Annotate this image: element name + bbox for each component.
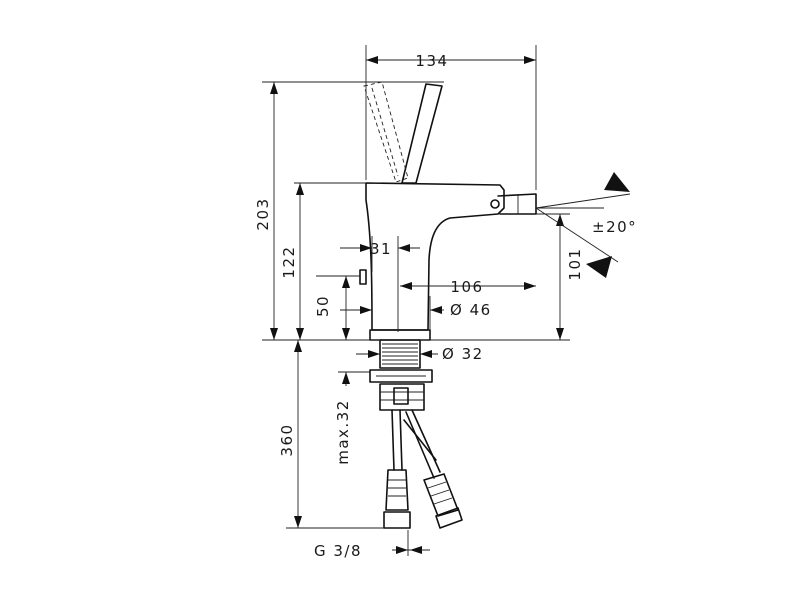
mounting-assembly	[369, 339, 463, 529]
label-diameter-46: Ø 46	[450, 301, 492, 319]
label-height-50: 50	[314, 295, 332, 317]
label-angle-20: ±20°	[592, 218, 637, 236]
label-max-32: max.32	[334, 399, 352, 465]
label-height-122: 122	[280, 245, 298, 278]
label-height-203: 203	[254, 197, 272, 230]
label-offset-31: 31	[370, 240, 392, 258]
label-width-134: 134	[415, 52, 448, 70]
faucet-body	[359, 81, 537, 341]
dimension-lines	[262, 45, 631, 556]
label-thread-g38: G 3/8	[314, 542, 362, 560]
label-length-360: 360	[278, 423, 296, 456]
dimension-labels: 134 203 122 31 50 106 Ø 46 Ø 32 101 ±20°…	[254, 52, 637, 560]
label-height-101: 101	[566, 247, 584, 280]
label-reach-106: 106	[450, 278, 483, 296]
label-diameter-32: Ø 32	[442, 345, 484, 363]
